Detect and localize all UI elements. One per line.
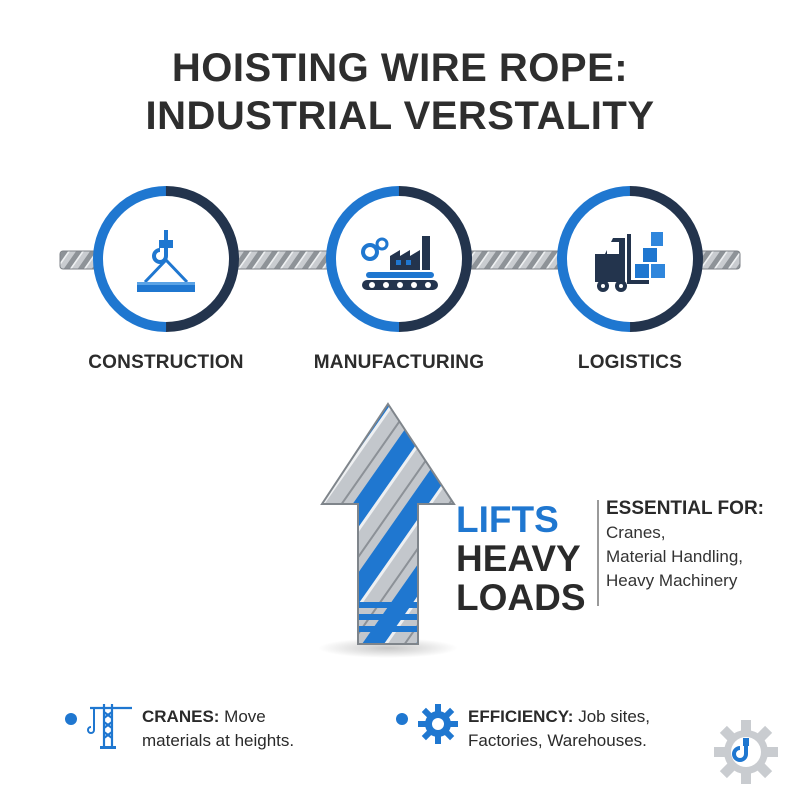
lifts-text: LIFTS (456, 499, 559, 540)
essential-item: Cranes, (606, 523, 666, 542)
crane-hook-icon (137, 230, 195, 292)
essential-for-list: ESSENTIAL FOR: Cranes, Material Handling… (606, 497, 764, 593)
cranes-label: CRANES: (142, 707, 220, 726)
logistics-circle (526, 155, 734, 363)
divider (597, 500, 599, 606)
construction-circle (62, 155, 270, 363)
forklift-icon (595, 232, 665, 292)
industry-label-logistics: LOGISTICS (577, 352, 683, 373)
essential-item: Heavy Machinery (606, 571, 738, 590)
efficiency-text-1: Job sites, (573, 707, 651, 726)
cranes-note: CRANES: Move materials at heights. (142, 705, 362, 753)
cranes-text-1: Move (219, 707, 266, 726)
industry-label-manufacturing: MANUFACTURING (313, 352, 485, 373)
gear-icon (418, 704, 458, 744)
bullet-dot (396, 713, 408, 725)
heavy-text: HEAVY (456, 538, 581, 579)
efficiency-note: EFFICIENCY: Job sites, Factories, Wareho… (468, 705, 708, 753)
efficiency-label: EFFICIENCY: (468, 707, 574, 726)
efficiency-text-2: Factories, Warehouses. (468, 731, 647, 750)
essential-item: Material Handling, (606, 547, 744, 566)
title-line-1: HOISTING WIRE ROPE: (171, 46, 629, 90)
bullet-dot (65, 713, 77, 725)
gear-hook-logo-icon (714, 720, 778, 784)
loads-text: LOADS (456, 577, 586, 618)
page-title: HOISTING WIRE ROPE: INDUSTRIAL VERSTALIT… (0, 44, 800, 140)
wire-rope-arrow (318, 402, 458, 658)
cranes-text-2: materials at heights. (142, 731, 295, 750)
title-line-2: INDUSTRIAL VERSTALITY (145, 94, 655, 138)
essential-heading: ESSENTIAL FOR: (606, 498, 764, 519)
manufacturing-circle (295, 155, 503, 363)
tower-crane-icon (87, 704, 132, 749)
industry-label-construction: CONSTRUCTION (88, 352, 244, 373)
lifts-heavy-loads: LIFTS HEAVY LOADS (456, 500, 586, 617)
factory-conveyor-icon (360, 236, 438, 290)
